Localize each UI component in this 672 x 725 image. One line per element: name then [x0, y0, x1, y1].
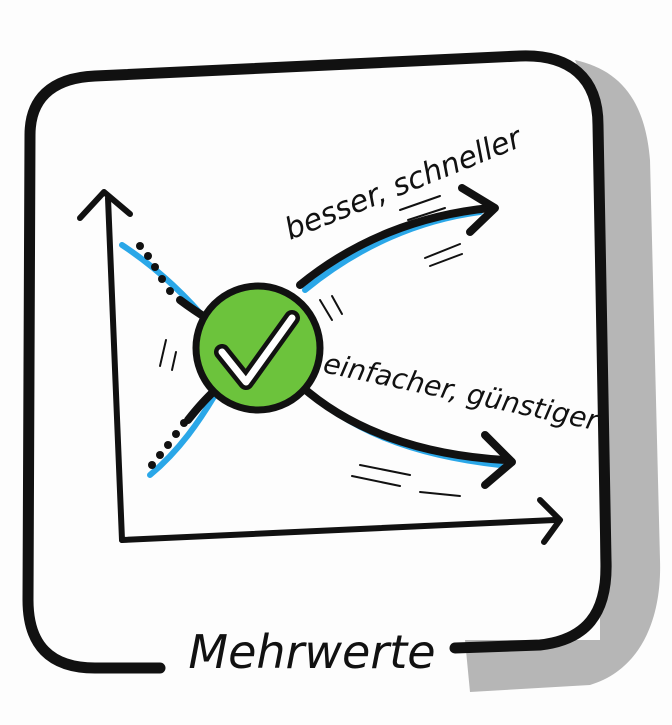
dotted-lead-lower — [148, 419, 188, 469]
motion-strokes — [159, 195, 463, 497]
x-axis — [119, 497, 563, 545]
card-frame — [22, 50, 612, 674]
y-axis — [77, 189, 133, 543]
dotted-lead-upper — [136, 242, 174, 295]
checkmark-badge — [192, 282, 324, 414]
diagram-title: Mehrwerte — [188, 625, 435, 679]
card-shadow — [465, 60, 661, 692]
